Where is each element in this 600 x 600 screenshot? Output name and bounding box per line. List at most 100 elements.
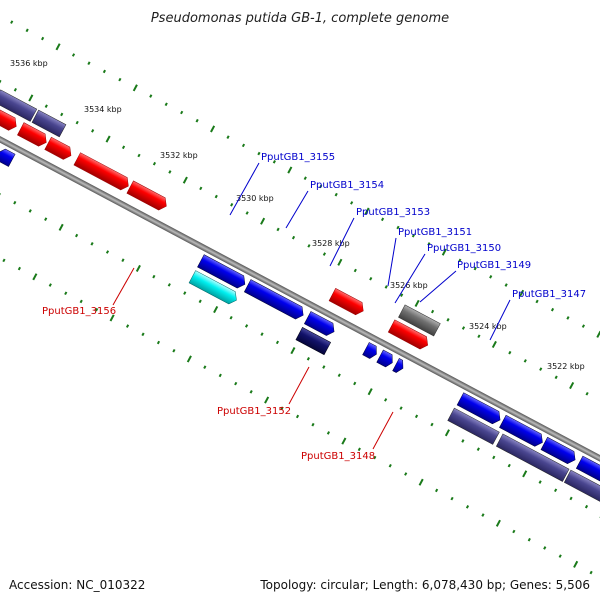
tick-mark (367, 388, 373, 396)
tick-mark (13, 87, 17, 92)
tick-mark (276, 227, 280, 232)
tick-mark (322, 365, 326, 369)
gene-label-forward: PputGB1_3151 (398, 227, 472, 238)
tick-mark (554, 488, 558, 493)
tick-mark (303, 176, 307, 181)
gene-arrow (362, 342, 377, 359)
tick-mark (306, 357, 310, 361)
gene-label-forward: PputGB1_3149 (457, 260, 531, 271)
tick-mark (569, 496, 573, 501)
tick-mark (0, 192, 1, 197)
tick-mark (32, 273, 38, 281)
forward-strand-genes (0, 148, 600, 503)
tick-mark (132, 84, 138, 92)
tick-mark (28, 209, 32, 213)
tick-mark (476, 447, 480, 451)
tick-mark (230, 202, 234, 207)
gene-arrow (499, 414, 543, 447)
tick-mark (507, 463, 511, 468)
tick-mark (399, 406, 403, 410)
gene-arrow (0, 105, 17, 131)
tick-mark (322, 252, 326, 256)
tick-mark (121, 258, 125, 263)
gene-label-forward: PputGB1_3150 (427, 243, 501, 254)
gene-label-forward: PputGB1_3155 (261, 152, 335, 163)
tick-mark (241, 143, 246, 148)
tick-mark (337, 258, 343, 266)
tick-mark (60, 112, 64, 117)
tick-mark (141, 332, 145, 337)
gene-label-forward: PputGB1_3147 (512, 289, 586, 300)
tick-mark (102, 69, 107, 74)
tick-mark (218, 373, 222, 378)
tick-mark (10, 20, 14, 24)
callout-lines (112, 162, 511, 450)
tick-mark (287, 166, 293, 174)
tick-mark (458, 258, 462, 263)
tick-mark (441, 248, 447, 256)
tick-mark (152, 161, 157, 166)
tick-mark (539, 367, 543, 371)
tick-mark (48, 283, 52, 287)
tick-mark (461, 326, 466, 330)
tick-mark (2, 258, 6, 263)
gene-arrow (303, 311, 335, 336)
tick-mark (291, 235, 296, 240)
tick-mark (364, 207, 370, 215)
gene-arrow (447, 407, 500, 445)
tick-mark (543, 546, 547, 550)
tick-mark (357, 447, 361, 452)
gene-label-reverse: PputGB1_3148 (301, 451, 375, 462)
tick-mark (414, 299, 420, 307)
kbp-label: 3530 kbp (236, 194, 274, 203)
tick-mark (430, 309, 435, 314)
tick-mark (388, 463, 392, 468)
tick-mark (183, 291, 187, 295)
tick-mark (326, 431, 331, 435)
kbp-label: 3522 kbp (547, 362, 585, 371)
tick-mark (444, 429, 450, 437)
tick-mark (384, 285, 388, 289)
tick-mark (156, 340, 161, 345)
tick-mark (264, 396, 270, 404)
tick-mark (280, 406, 284, 411)
gene-arrow (73, 152, 129, 191)
tick-mark (75, 120, 79, 125)
tick-mark (566, 316, 570, 320)
tick-mark (71, 53, 76, 57)
tick-mark (512, 529, 516, 534)
tick-mark (290, 347, 296, 355)
gene-arrow (0, 148, 16, 167)
tick-mark (149, 94, 153, 98)
gene-arrow (387, 319, 428, 350)
tick-mark (585, 391, 589, 396)
tick-mark (589, 570, 593, 575)
gene-label-reverse: PputGB1_3156 (42, 306, 116, 317)
tick-mark (508, 350, 512, 355)
gene-arrow (495, 433, 570, 482)
gene-arrow (563, 469, 600, 503)
gene-arrow (456, 392, 501, 425)
tick-mark (554, 375, 558, 380)
tick-mark (307, 244, 311, 248)
tick-mark (118, 77, 122, 82)
tick-mark (105, 250, 110, 254)
tick-mark (79, 299, 83, 304)
tick-mark (446, 318, 450, 322)
tick-mark (450, 496, 454, 501)
tick-mark (198, 299, 202, 304)
tick-mark (430, 422, 434, 427)
tick-mark (75, 233, 79, 238)
gene-label-forward: PputGB1_3154 (310, 180, 384, 191)
tick-mark (180, 110, 184, 115)
tick-mark (319, 184, 323, 189)
kbp-labels: 3536 kbp 3534 kbp 3532 kbp 3530 kbp 3528… (10, 59, 585, 371)
tick-mark (491, 340, 497, 349)
tick-mark (373, 455, 377, 460)
tick-mark (334, 192, 338, 197)
tick-mark (295, 414, 300, 419)
tick-mark (584, 504, 589, 509)
tick-mark (550, 307, 555, 312)
gene-arrow (328, 288, 364, 316)
tick-mark (195, 118, 199, 123)
